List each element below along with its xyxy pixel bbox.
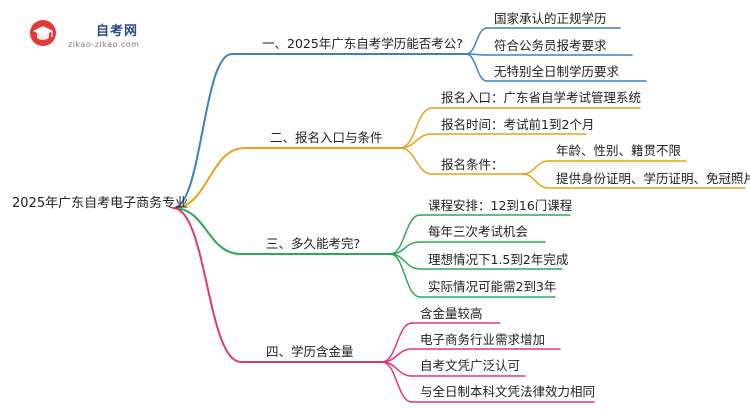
connector-branch-2-item-1 [399, 107, 433, 149]
branch-2-item-2: 报名时间：考试前1到2个月 [441, 117, 595, 132]
connector-branch-3-item-4 [389, 253, 421, 298]
connector-branch-4-item-1 [381, 322, 413, 363]
connector-branch-2-item-3 [399, 147, 433, 175]
branch-3-item-1: 课程安排：12到16门课程 [428, 198, 573, 213]
branch-1-item-2: 符合公务员报考要求 [494, 38, 607, 53]
branch-1-item-3: 无特别全日制学历要求 [494, 64, 620, 79]
graduation-cap-icon [30, 20, 56, 46]
connector-root-branch-4 [172, 207, 242, 363]
connector-root-branch-1 [172, 53, 233, 209]
connector-branch-2-subitem-1 [521, 160, 550, 175]
connector-root-branch-2 [172, 147, 246, 209]
branch-3-label: 三、多久能考完? [266, 236, 361, 251]
branch-1-item-1: 国家承认的正规学历 [494, 11, 607, 26]
branch-2-subitem-1: 年龄、性别、籍贯不限 [556, 143, 682, 158]
site-logo[interactable]: 自考网 zikao-zikao.com [28, 16, 188, 56]
connector-branch-2-item-2 [399, 133, 433, 149]
branch-3-item-4: 实际情况可能需2到3年 [428, 279, 557, 294]
connector-root-branch-3 [172, 207, 242, 255]
connector-branch-2-subitem-2 [521, 173, 550, 189]
connector-branch-1-item-3 [465, 53, 488, 82]
logo-url: zikao-zikao.com [68, 40, 140, 49]
connector-branch-3-item-1 [389, 214, 421, 255]
branch-2-item-3: 报名条件： [441, 157, 504, 172]
branch-4-label: 四、学历含金量 [266, 344, 354, 359]
branch-4-item-2: 电子商务行业需求增加 [420, 332, 546, 347]
branch-2-item-1: 报名入口：广东省自学考试管理系统 [441, 90, 642, 105]
logo-title: 自考网 [96, 24, 139, 39]
connector-branch-1-item-1 [465, 27, 488, 55]
branch-2-label: 二、报名入口与条件 [270, 130, 383, 145]
branch-4-item-4: 与全日制本科文凭法律效力相同 [420, 384, 596, 399]
connector-branch-4-item-4 [381, 361, 413, 403]
branch-4-item-3: 自考文凭广泛认可 [420, 358, 521, 373]
branch-1-label: 一、2025年广东自考学历能否考公? [262, 36, 463, 51]
branch-3-item-3: 理想情况下1.5到2年完成 [428, 252, 569, 267]
branch-4-item-1: 含金量较高 [420, 306, 483, 321]
root-node-label: 2025年广东自考电子商务专业 [12, 196, 189, 211]
branch-3-item-2: 每年三次考试机会 [428, 224, 529, 239]
branch-2-subitem-2: 提供身份证明、学历证明、免冠照片 [556, 171, 750, 186]
